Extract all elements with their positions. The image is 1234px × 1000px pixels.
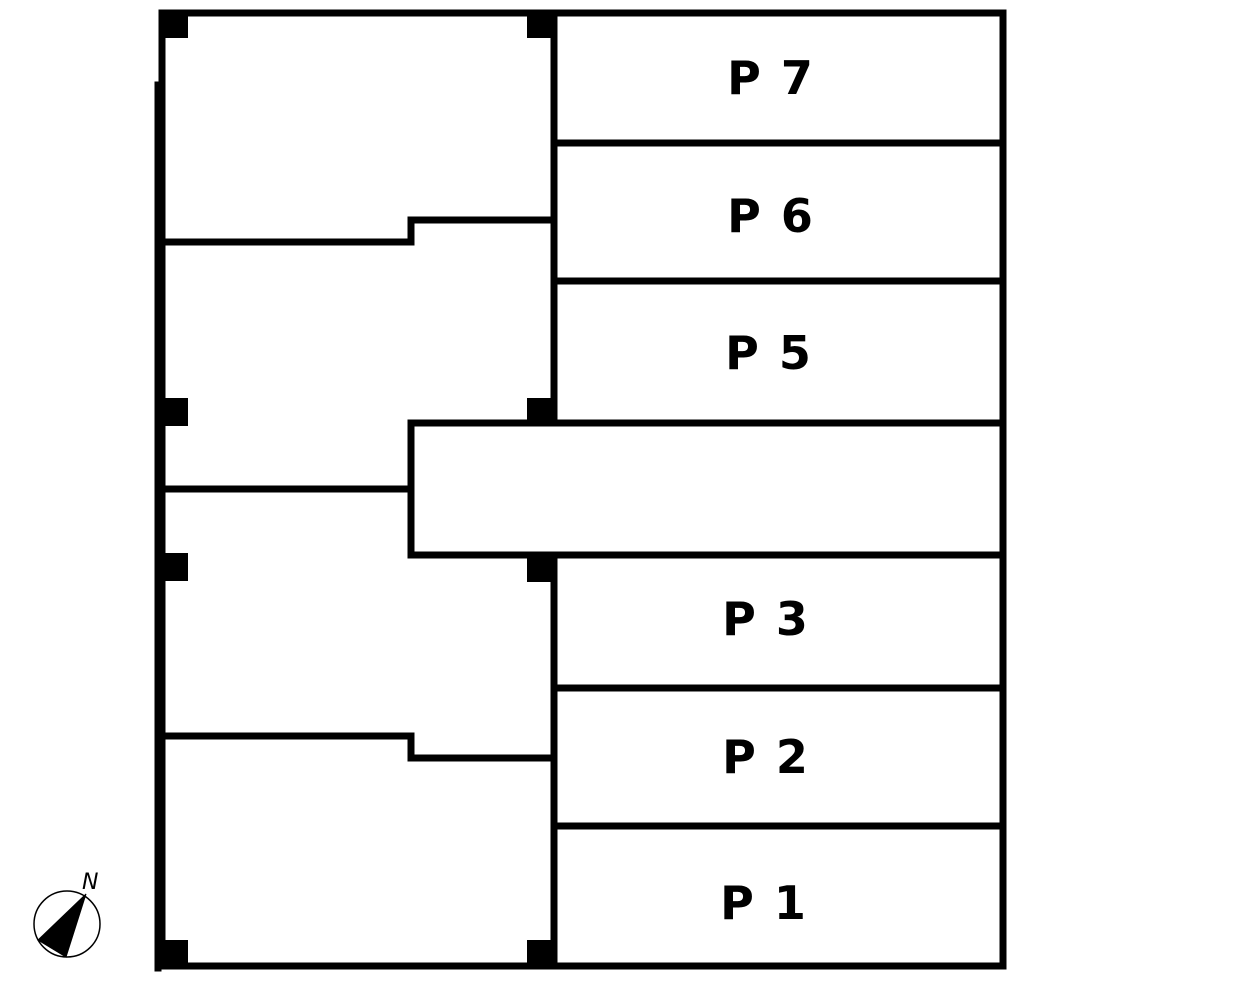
post — [164, 14, 188, 38]
space-label-p1: P 1 — [720, 876, 808, 930]
post — [527, 940, 551, 964]
post — [164, 553, 188, 581]
compass-north-label: N — [82, 870, 98, 895]
space-label-p5: P 5 — [725, 326, 813, 380]
space-label-p2: P 2 — [722, 730, 810, 784]
post — [164, 398, 188, 426]
middle-block — [407, 419, 1007, 559]
post — [164, 940, 188, 964]
post — [527, 14, 551, 38]
space-label-p3: P 3 — [722, 592, 810, 646]
left-partition-lower — [158, 732, 558, 762]
post — [527, 558, 551, 582]
north-arrow-icon: N — [33, 870, 101, 958]
space-label-p7: P 7 — [727, 51, 815, 105]
space-label-p6: P 6 — [727, 189, 815, 243]
post — [527, 398, 551, 422]
left-partition-upper — [158, 216, 558, 246]
